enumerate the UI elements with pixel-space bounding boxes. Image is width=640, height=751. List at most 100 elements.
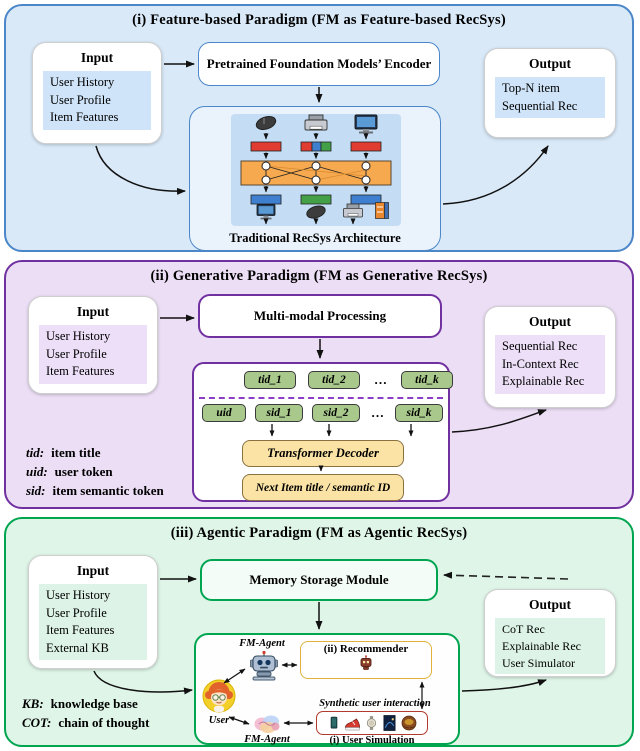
next-item-box: Next Item title / semantic ID bbox=[242, 474, 404, 501]
legend-definition: chain of thought bbox=[58, 714, 150, 730]
feature-paradigm-panel: (i) Feature-based Paradigm (FM as Featur… bbox=[4, 4, 634, 252]
phone-icon bbox=[330, 716, 337, 729]
token-sid1: sid_1 bbox=[255, 404, 303, 422]
jar-icon bbox=[401, 715, 416, 731]
output-item: Explainable Rec bbox=[502, 374, 585, 388]
encoder-label: Pretrained Foundation Models’ Encoder bbox=[206, 56, 432, 71]
feature-bar-red bbox=[250, 141, 282, 152]
mouse-icon bbox=[306, 205, 326, 219]
printer-icon bbox=[343, 203, 363, 218]
input-item-list: User History User Profile Item Features bbox=[39, 325, 147, 384]
network-layer bbox=[240, 160, 392, 186]
input-item-list: User History User Profile Item Features … bbox=[39, 584, 147, 660]
token-tid2: tid_2 bbox=[308, 371, 360, 389]
brain-agent-icon bbox=[254, 715, 280, 733]
synthetic-items-box bbox=[316, 711, 428, 735]
recommender-label: (ii) Recommender bbox=[323, 643, 409, 655]
embedding-bar-green bbox=[300, 194, 332, 205]
traditional-recsys-box: Traditional RecSys Architecture bbox=[189, 106, 441, 251]
legend-term: KB: bbox=[22, 696, 44, 711]
feature-output-card: Output Top-N item Sequential Rec bbox=[484, 48, 616, 138]
tablet-icon bbox=[383, 715, 395, 731]
embedding-bar-blue bbox=[250, 194, 282, 205]
legend-line: COT: chain of thought bbox=[22, 714, 149, 733]
output-item: Explainable Rec bbox=[502, 638, 581, 653]
decoder-label: Transformer Decoder bbox=[267, 446, 379, 460]
token-legend: tid: item title uid: user token sid:item s… bbox=[26, 444, 164, 501]
legend-definition: item title bbox=[51, 445, 101, 460]
next-item-label: Next Item title / semantic ID bbox=[255, 481, 391, 494]
input-item: User Profile bbox=[46, 346, 107, 361]
pretrained-encoder-module: Pretrained Foundation Models’ Encoder bbox=[198, 42, 440, 86]
printer-icon bbox=[304, 114, 328, 131]
input-card-title: Input bbox=[76, 563, 110, 578]
output-card-title: Output bbox=[528, 314, 572, 329]
legend-term: tid: bbox=[26, 445, 45, 460]
sneaker-icon bbox=[344, 718, 360, 731]
output-item: Top-N item bbox=[502, 81, 560, 95]
transformer-decoder-box: Transformer Decoder bbox=[242, 440, 404, 467]
input-item: User History bbox=[46, 588, 111, 602]
output-item-list: Sequential Rec In-Context Rec Explainabl… bbox=[495, 335, 605, 394]
legend-line: sid:item semantic token bbox=[26, 482, 164, 501]
agentic-paradigm-panel: (iii) Agentic Paradigm (FM as Agentic Re… bbox=[4, 517, 634, 747]
agentic-panel-title: (iii) Agentic Paradigm (FM as Agentic Re… bbox=[170, 525, 468, 541]
monitor-icon bbox=[354, 114, 378, 134]
input-item: User History bbox=[46, 329, 111, 343]
fm-agent-bottom-label: FM-Agent bbox=[244, 734, 290, 745]
input-item: Item Features bbox=[46, 364, 115, 378]
generative-paradigm-panel: (ii) Generative Paradigm (FM as Generati… bbox=[4, 260, 634, 509]
input-item: External KB bbox=[46, 640, 109, 655]
abbreviation-legend: KB: knowledge base COT: chain of thought bbox=[22, 695, 149, 733]
synthetic-interaction-label: Synthetic user interaction bbox=[319, 698, 431, 709]
output-item: Sequential Rec bbox=[502, 98, 578, 113]
input-item: User Profile bbox=[50, 92, 111, 107]
user-label: User bbox=[208, 715, 230, 726]
token-sequence-box: tid_1 tid_2 … tid_k uid sid_1 sid_2 … si… bbox=[192, 362, 453, 502]
cabinet-icon bbox=[375, 202, 389, 219]
agent-interaction-box: FM-Agent (ii) Recommender bbox=[194, 633, 460, 746]
input-item: User Profile bbox=[46, 605, 107, 620]
token-uid: uid bbox=[202, 404, 246, 422]
ellipsis: … bbox=[371, 405, 384, 420]
embedding-bar-blue bbox=[350, 194, 382, 205]
feature-bar-mixed bbox=[300, 141, 332, 152]
generative-output-card: Output Sequential Rec In-Context Rec Exp… bbox=[484, 306, 616, 408]
robot-agent-icon bbox=[250, 650, 278, 681]
token-sidk: sid_k bbox=[395, 404, 443, 422]
input-item: Item Features bbox=[50, 110, 119, 124]
recommender-box: (ii) Recommender bbox=[300, 641, 432, 679]
output-card-title: Output bbox=[528, 56, 572, 71]
output-item: In-Context Rec bbox=[502, 356, 579, 371]
tid-sid-divider bbox=[199, 397, 443, 399]
output-item: CoT Rec bbox=[502, 622, 545, 636]
mouse-icon bbox=[255, 116, 277, 130]
input-item: Item Features bbox=[46, 623, 115, 637]
output-item: User Simulator bbox=[502, 655, 575, 670]
legend-line: uid: user token bbox=[26, 463, 164, 482]
ellipsis: … bbox=[374, 372, 387, 387]
recommender-robot-icon bbox=[360, 655, 372, 670]
sid-token-row: uid sid_1 sid_2 … sid_k bbox=[202, 404, 443, 422]
generative-input-card: Input User History User Profile Item Fea… bbox=[28, 296, 158, 394]
feature-bar-red bbox=[350, 141, 382, 152]
legend-term: COT: bbox=[22, 714, 52, 730]
legend-line: tid: item title bbox=[26, 444, 164, 463]
tid-token-row: tid_1 tid_2 … tid_k bbox=[244, 371, 453, 389]
recsys-architecture-diagram bbox=[231, 114, 401, 226]
legend-term: sid: bbox=[26, 482, 46, 498]
user-avatar bbox=[202, 679, 236, 713]
multimodal-label: Multi-modal Processing bbox=[253, 308, 387, 323]
agentic-input-card: Input User History User Profile Item Fea… bbox=[28, 555, 158, 669]
fm-agent-top-label: FM-Agent bbox=[239, 638, 285, 649]
token-tidk: tid_k bbox=[401, 371, 453, 389]
legend-definition: user token bbox=[54, 463, 113, 479]
legend-definition: knowledge base bbox=[50, 696, 138, 711]
legend-term: uid: bbox=[26, 463, 48, 479]
input-item: User History bbox=[50, 75, 115, 89]
agentic-output-card: Output CoT Rec Explainable Rec User Simu… bbox=[484, 589, 616, 677]
input-card-title: Input bbox=[80, 50, 114, 65]
feature-panel-title: (i) Feature-based Paradigm (FM as Featur… bbox=[132, 12, 506, 28]
recsys-architecture-label: Traditional RecSys Architecture bbox=[229, 231, 401, 245]
